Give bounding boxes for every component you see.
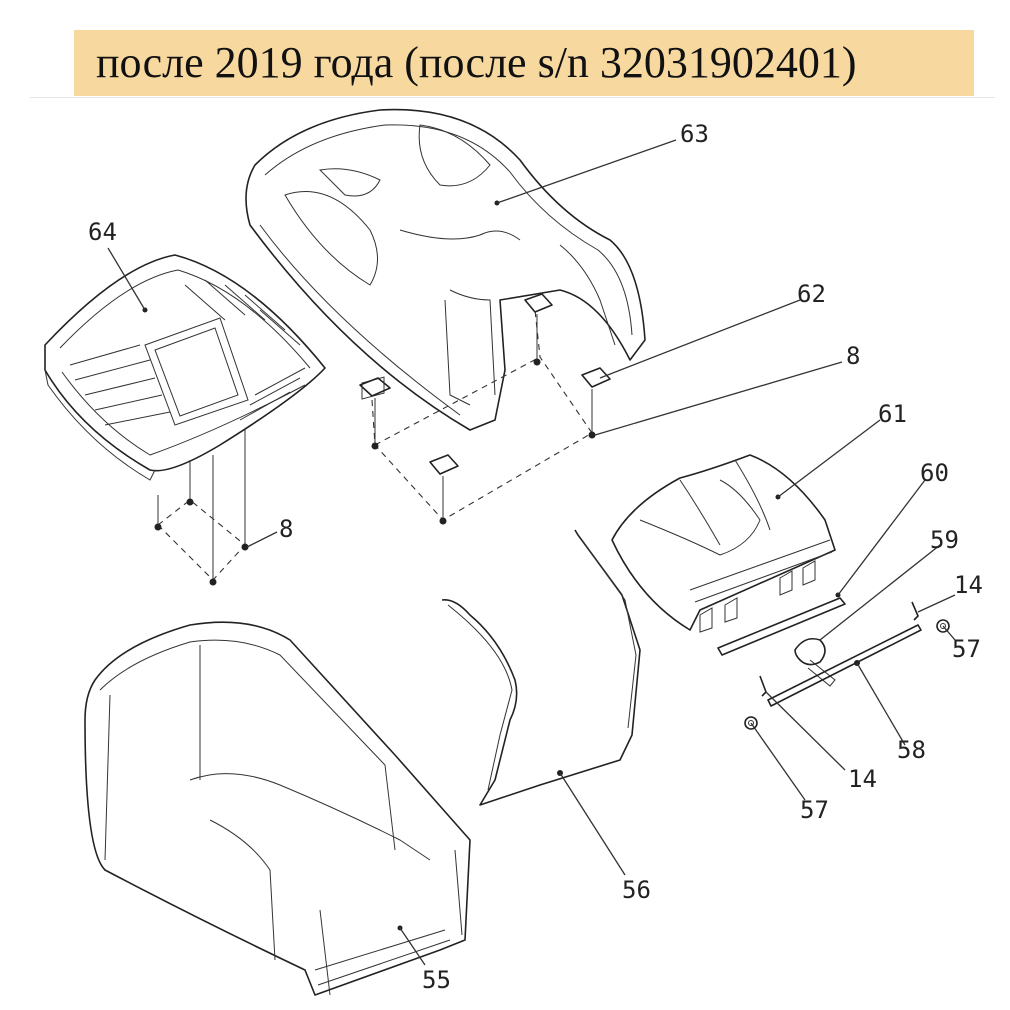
callout-59: 59 — [930, 526, 959, 554]
page-title: после 2019 года (после s/n 32031902401) — [96, 38, 857, 87]
callout-14-lower: 14 — [848, 765, 877, 793]
part-62-blocks-and-screws — [359, 293, 611, 525]
part-14-pins — [759, 601, 919, 697]
part-64-top-grille — [44, 254, 326, 481]
part-58-rod — [767, 624, 922, 707]
callout-63: 63 — [680, 120, 709, 148]
callout-62: 62 — [797, 280, 826, 308]
callout-64: 64 — [88, 218, 117, 246]
part-63-rear-cover — [245, 108, 646, 431]
callout-8-upper: 8 — [846, 342, 860, 370]
header-divider — [30, 97, 995, 98]
part-55-grass-bag — [84, 621, 471, 996]
callout-labels: 63 64 62 8 61 60 59 14 57 8 58 14 57 56 … — [88, 120, 983, 994]
callout-56: 56 — [622, 876, 651, 904]
callout-60: 60 — [920, 459, 949, 487]
callout-8-lower: 8 — [279, 515, 293, 543]
part-59-spring — [794, 637, 836, 687]
part-61-rear-flap — [611, 454, 836, 633]
callout-57-upper: 57 — [952, 635, 981, 663]
callout-14-upper: 14 — [954, 571, 983, 599]
callout-61: 61 — [878, 400, 907, 428]
callout-58: 58 — [897, 736, 926, 764]
leader-lines — [107, 139, 956, 966]
header-band — [74, 30, 974, 96]
callout-55: 55 — [422, 966, 451, 994]
part-57-nuts — [744, 619, 950, 730]
part-56-bag-frame — [441, 529, 641, 806]
callout-57-lower: 57 — [800, 796, 829, 824]
part-8-screws-lower-left — [154, 430, 249, 586]
